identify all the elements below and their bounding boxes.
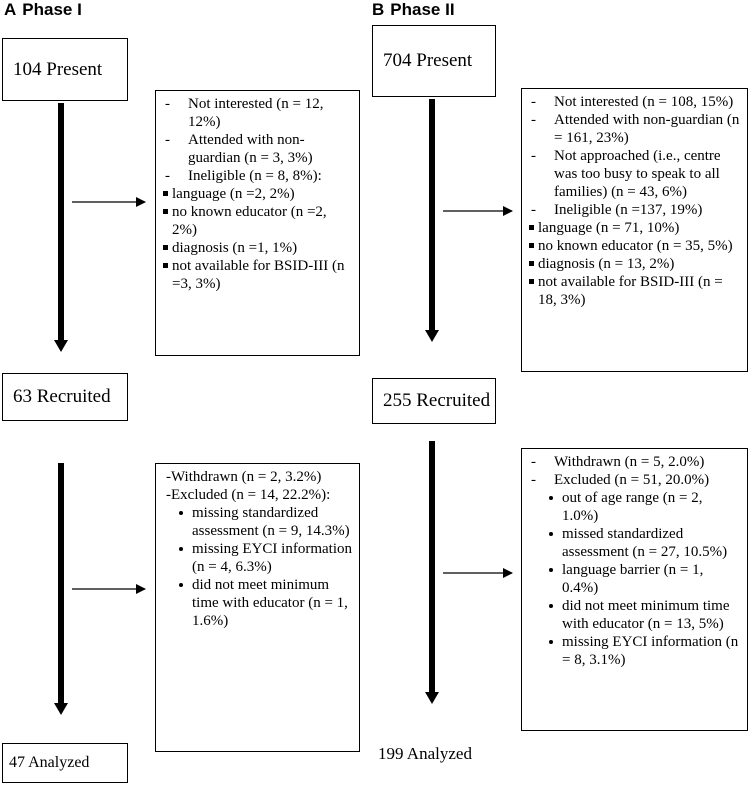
phase2-arrowhead-1 — [425, 330, 439, 342]
phase1-present-label: 104 Present — [13, 58, 103, 80]
exclusion-item: Withdrawn (n = 5, 2.0%) — [528, 453, 741, 471]
exclusion-item: -Withdrawn (n = 2, 3.2%) — [162, 468, 353, 486]
phase1-present-box: 104 Present — [2, 38, 128, 101]
exclusion-subitem: diagnosis (n = 13, 2%) — [528, 255, 741, 273]
exclusion-subitem: language (n = 71, 10%) — [528, 219, 741, 237]
phase1-analyzed-box: 47 Analyzed — [2, 743, 128, 783]
exclusion-item-text: Not interested (n = 108, 15%) — [554, 94, 734, 110]
phase1-header: A Phase I — [4, 0, 82, 20]
exclusion-item-text: Not interested (n = 12, 12%) — [188, 96, 324, 130]
phase1-letter: A — [4, 0, 17, 19]
phase1-exclusions2-list: -Withdrawn (n = 2, 3.2%)-Excluded (n = 1… — [162, 468, 353, 630]
exclusion-item: -Excluded (n = 14, 22.2%):missing standa… — [162, 486, 353, 630]
exclusion-item-text: Attended with non-guardian (n = 161, 23%… — [554, 112, 740, 146]
exclusion-item: Not approached (i.e., centre was too bus… — [528, 147, 741, 201]
exclusion-subitem: missing standardized assessment (n = 9, … — [170, 504, 353, 540]
exclusion-item: Ineligible (n =137, 19%)language (n = 71… — [528, 201, 741, 309]
phase2-arrowhead-2 — [425, 692, 439, 704]
exclusion-item: Excluded (n = 51, 20.0%)out of age range… — [528, 471, 741, 669]
phase2-title: Phase II — [390, 0, 455, 19]
exclusion-subitem: missed standardized assessment (n = 27, … — [540, 525, 741, 561]
phase2-exclusions-analysis: Withdrawn (n = 5, 2.0%)Excluded (n = 51,… — [521, 448, 748, 731]
phase2-exclusions-recruitment: Not interested (n = 108, 15%) Attended wi… — [521, 88, 748, 372]
exclusion-item-text: Attended with non-guardian (n = 3, 3%) — [188, 132, 313, 166]
exclusion-subitem: diagnosis (n =1, 1%) — [162, 239, 353, 257]
phase1-recruited-box: 63 Recruited — [2, 373, 128, 421]
exclusion-item-text: Withdrawn (n = 5, 2.0%) — [554, 454, 705, 470]
exclusion-subitem: language (n =2, 2%) — [162, 185, 353, 203]
phase1-exclusions-analysis: -Withdrawn (n = 2, 3.2%)-Excluded (n = 1… — [155, 463, 360, 752]
exclusion-item: Not interested (n = 12, 12%) — [162, 95, 353, 131]
phase2-header: B Phase II — [372, 0, 455, 20]
exclusion-subitem: did not meet minimum time with educator … — [170, 576, 353, 630]
phase1-title: Phase I — [22, 0, 82, 19]
phase1-arrowhead-1 — [54, 340, 68, 352]
exclusion-item: Not interested (n = 108, 15%) — [528, 93, 741, 111]
exclusion-subitem: not available for BSID-III (n = 18, 3%) — [528, 273, 741, 309]
exclusion-item-text: Not approached (i.e., centre was too bus… — [554, 148, 721, 200]
phase1-recruited-label: 63 Recruited — [13, 386, 111, 407]
exclusion-subitem: no known educator (n =2, 2%) — [162, 203, 353, 239]
phase2-recruited-label: 255 Recruited — [383, 390, 491, 411]
phase2-analyzed-label: 199 Analyzed — [378, 744, 472, 763]
exclusion-subitem: not available for BSID-III (n =3, 3%) — [162, 257, 353, 293]
exclusion-subitem: language barrier (n = 1, 0.4%) — [540, 561, 741, 597]
exclusion-item-text: -Excluded (n = 14, 22.2%): — [166, 487, 331, 503]
exclusion-sublist: missing standardized assessment (n = 9, … — [170, 504, 353, 630]
phase2-letter: B — [372, 0, 385, 19]
phase1-arrowhead-2 — [54, 703, 68, 715]
exclusion-sublist: language (n = 71, 10%)no known educator … — [528, 219, 741, 309]
phase2-recruited-box: 255 Recruited — [372, 378, 496, 424]
exclusion-item: Attended with non-guardian (n = 3, 3%) — [162, 131, 353, 167]
exclusion-subitem: missing EYCI information (n = 8, 3.1%) — [540, 633, 741, 669]
phase2-present-label: 704 Present — [383, 50, 473, 71]
exclusion-item-text: Ineligible (n =137, 19%) — [554, 202, 703, 218]
exclusion-item-text: -Withdrawn (n = 2, 3.2%) — [166, 469, 322, 485]
exclusion-item-text: Excluded (n = 51, 20.0%) — [554, 472, 710, 488]
exclusion-sublist: language (n =2, 2%)no known educator (n … — [162, 185, 353, 293]
exclusion-subitem: no known educator (n = 35, 5%) — [528, 237, 741, 255]
phase2-exclusions2-list: Withdrawn (n = 5, 2.0%)Excluded (n = 51,… — [528, 453, 741, 669]
exclusion-subitem: out of age range (n = 2, 1.0%) — [540, 489, 741, 525]
phase2-present-box: 704 Present — [372, 25, 496, 97]
exclusion-item: Ineligible (n = 8, 8%):language (n =2, 2… — [162, 167, 353, 293]
exclusion-subitem: did not meet minimum time with educator … — [540, 597, 741, 633]
exclusion-item: Attended with non-guardian (n = 161, 23%… — [528, 111, 741, 147]
phase2-exclusions1-list: Not interested (n = 108, 15%) Attended wi… — [528, 93, 741, 309]
phase1-analyzed-label: 47 Analyzed — [9, 754, 90, 771]
exclusion-item-text: Ineligible (n = 8, 8%): — [188, 168, 322, 184]
exclusion-subitem: missing EYCI information (n = 4, 6.3%) — [170, 540, 353, 576]
phase1-exclusions1-list: Not interested (n = 12, 12%)Attended wit… — [162, 95, 353, 293]
exclusion-sublist: out of age range (n = 2, 1.0%)missed sta… — [540, 489, 741, 669]
phase1-exclusions-recruitment: Not interested (n = 12, 12%)Attended wit… — [155, 90, 360, 356]
